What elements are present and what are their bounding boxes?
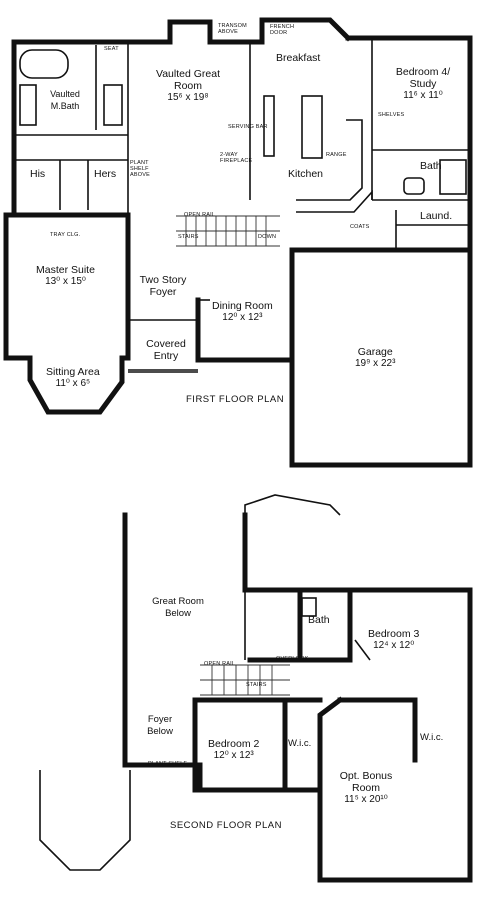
two-way-note: 2-WAY FIREPLACE bbox=[220, 152, 253, 164]
bath-label: Bath bbox=[420, 160, 442, 172]
master-suite-label: Master Suite 13⁰ x 15⁰ bbox=[36, 264, 95, 287]
second-floor-caption: SECOND FLOOR PLAN bbox=[170, 820, 282, 831]
stairs-note: STAIRS bbox=[178, 234, 199, 240]
serving-bar-note: SERVING BAR bbox=[228, 124, 268, 130]
transom-note: TRANSOM ABOVE bbox=[218, 23, 247, 35]
open-rail-note: OPEN RAIL bbox=[184, 212, 216, 218]
bedroom4-label: Bedroom 4/ Study 11⁶ x 11⁰ bbox=[395, 66, 451, 101]
bedroom3-label: Bedroom 3 12⁴ x 12⁰ bbox=[368, 628, 420, 651]
coats-note: COATS bbox=[350, 224, 370, 230]
great-room-label: Vaulted Great Room 15⁶ x 19⁸ bbox=[155, 68, 220, 103]
bedroom2-label: Bedroom 2 12⁰ x 12³ bbox=[208, 738, 260, 761]
second-bath-label: Bath bbox=[308, 614, 330, 626]
shelves-note: SHELVES bbox=[378, 112, 405, 118]
tray-clg-note: TRAY CLG. bbox=[50, 232, 81, 238]
his-label: His bbox=[30, 168, 46, 180]
hers-label: Hers bbox=[94, 168, 117, 180]
second-floor-walls bbox=[39, 494, 473, 883]
plant-shelf-note: PLANT SHELF ABOVE bbox=[130, 160, 150, 178]
overlook-note: OVERLOOK bbox=[276, 656, 309, 662]
second-stairs-note: STAIRS bbox=[246, 682, 267, 688]
master-bath-label: Vaulted M.Bath bbox=[50, 89, 80, 111]
foyer-below-label: Foyer Below bbox=[147, 714, 173, 737]
french-door-note: FRENCH DOOR bbox=[270, 24, 295, 36]
first-floor-walls bbox=[3, 17, 473, 468]
bonus-room-label: Opt. Bonus Room 11⁵ x 20¹⁰ bbox=[339, 770, 393, 805]
laundry-label: Laund. bbox=[420, 210, 453, 222]
down-note: DOWN bbox=[258, 234, 277, 240]
range-note: RANGE bbox=[326, 152, 347, 158]
wic2-label: W.i.c. bbox=[420, 732, 444, 743]
wic1-label: W.i.c. bbox=[288, 738, 312, 749]
seat-note: SEAT bbox=[104, 46, 119, 52]
great-room-below-label: Great Room Below bbox=[152, 596, 204, 619]
second-open-rail-note: OPEN RAIL bbox=[204, 661, 236, 667]
first-floor-caption: FIRST FLOOR PLAN bbox=[186, 394, 285, 405]
sitting-area-label: Sitting Area 11⁰ x 6⁵ bbox=[46, 366, 100, 389]
kitchen-label: Kitchen bbox=[288, 168, 324, 180]
dining-room-label: Dining Room 12⁰ x 12³ bbox=[212, 300, 273, 323]
garage-label: Garage 19⁹ x 22³ bbox=[355, 346, 396, 369]
second-plant-shelf-note: PLANT SHELF bbox=[148, 761, 188, 767]
breakfast-label: Breakfast bbox=[276, 52, 321, 64]
foyer-label: Two Story Foyer bbox=[139, 274, 187, 298]
covered-entry-label: Covered Entry bbox=[146, 338, 186, 362]
